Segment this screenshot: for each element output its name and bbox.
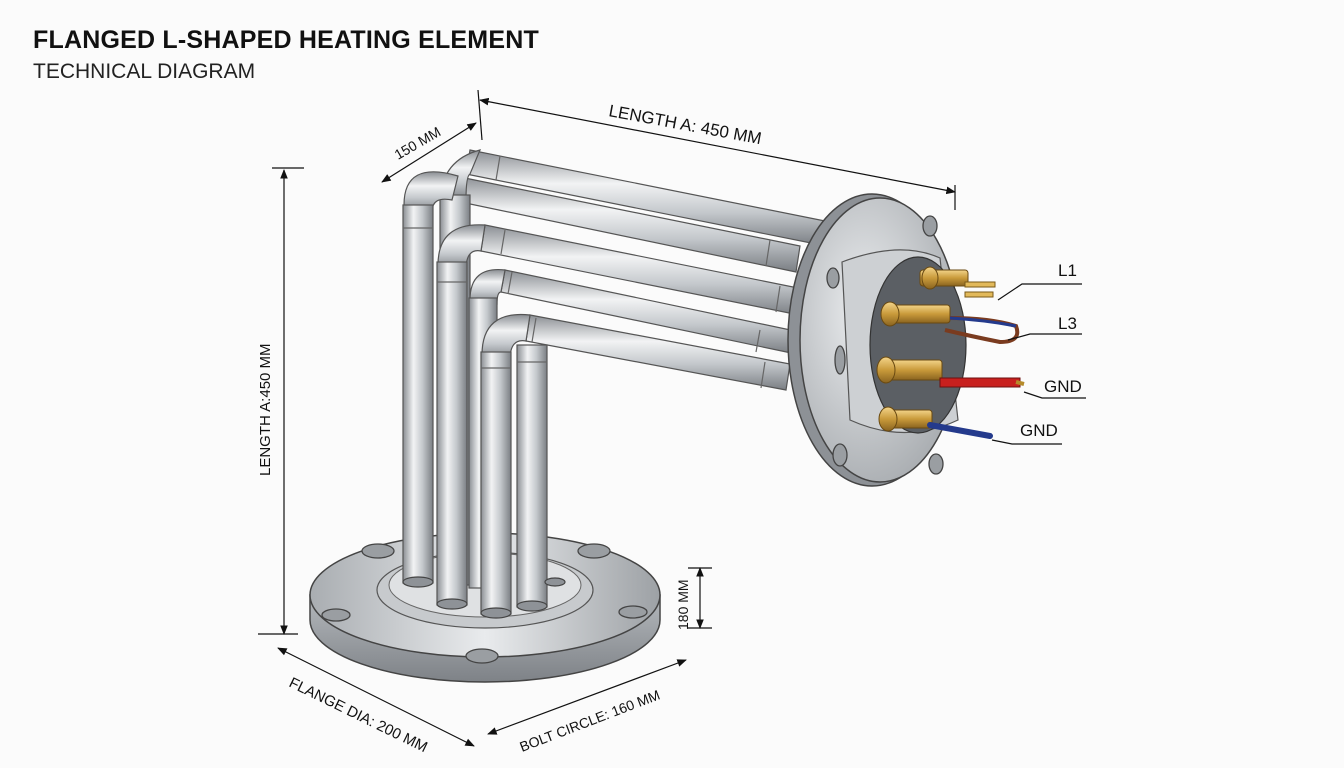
bolt-circle-label: BOLT CIRCLE: 160 MM bbox=[517, 687, 662, 755]
dimension-lines bbox=[258, 89, 1086, 747]
terminal-l3-label: L3 bbox=[1058, 314, 1077, 333]
flange-bolt-holes bbox=[826, 215, 944, 475]
page-subtitle: TECHNICAL DIAGRAM bbox=[33, 60, 256, 83]
flange-dia-label: FLANGE DIA: 200 MM bbox=[286, 674, 430, 756]
page-title: FLANGED L-SHAPED HEATING ELEMENT bbox=[33, 26, 539, 54]
terminal-gnd-label-2: GND bbox=[1020, 421, 1058, 440]
terminal-gnd-label-1: GND bbox=[1044, 377, 1082, 396]
flange-height-label: 180 MM bbox=[675, 579, 691, 630]
bend-offset-label: 150 MM bbox=[392, 123, 444, 162]
terminal-flange bbox=[787, 193, 967, 487]
vertical-tubes bbox=[402, 149, 566, 619]
length-horizontal-label: LENGTH A: 450 MM bbox=[607, 101, 763, 148]
terminals bbox=[876, 266, 1025, 439]
terminal-l1-label: L1 bbox=[1058, 261, 1077, 280]
length-vertical-label: LENGTH A:450 MM bbox=[257, 343, 274, 476]
